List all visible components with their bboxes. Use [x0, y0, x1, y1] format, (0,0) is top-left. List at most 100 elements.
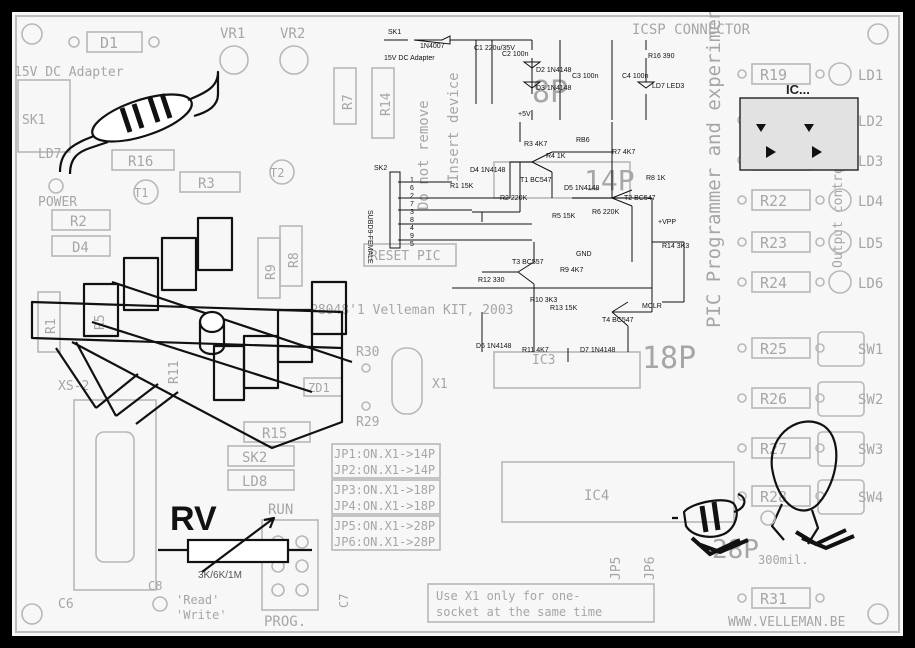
label-r8: R8 [287, 252, 302, 268]
sch-component-label: C4 100n [622, 73, 649, 80]
insert-warning: Insert device [446, 72, 462, 182]
label-vr1: VR1 [220, 26, 245, 42]
resistor-label: R22 [760, 192, 787, 210]
sch-component-label: +VPP [658, 219, 676, 226]
x1-note-line1: Use X1 only for one- [436, 589, 581, 603]
label-r2: R2 [70, 214, 87, 230]
jp3-note: JP3:ON.X1->18P [334, 483, 435, 497]
resistor-label: R24 [760, 274, 787, 292]
jp6-note: JP6:ON.X1->28P [334, 535, 435, 549]
resistor-label: R31 [760, 590, 787, 608]
sch-pin-number: 1 [410, 177, 414, 184]
resistor-outline [751, 587, 811, 609]
sch-component-label: R11 4K7 [522, 347, 549, 354]
resistor-outline [751, 231, 811, 253]
socket-300mil: 300mil. [758, 553, 809, 567]
reset-label: RESET PIC [370, 249, 440, 264]
ic-sockets: 14P IC3 18P 8P IC4 28P 300mil. JP6 JP5 P… [493, 12, 845, 630]
sch-component-label: D6 1N4148 [476, 343, 512, 350]
x1-label: X1 [432, 377, 448, 392]
board-title: PIC Programmer and experiment board [703, 12, 725, 328]
pad [815, 343, 825, 353]
led-illustration [760, 420, 855, 551]
right-row: R26 SW2 [737, 381, 883, 417]
switch-outline [817, 431, 865, 467]
sch-component-label: R3 4K7 [524, 141, 547, 148]
sch-component-label: R6 220K [592, 209, 620, 216]
sch-component-label: R1 15K [450, 183, 474, 190]
pad [815, 69, 825, 79]
sch-component-label: GND [576, 251, 592, 258]
sch-component-label: C3 100n [572, 73, 599, 80]
adapter-label: 15V DC Adapter [14, 65, 124, 80]
website-label: WWW.VELLEMAN.BE [728, 615, 845, 630]
sch-component-label: MCLR [642, 303, 662, 310]
sch-component-label: R7 4K7 [612, 149, 635, 156]
sch-pin-number: 4 [410, 225, 414, 232]
sch-component-label: D7 1N4148 [580, 347, 616, 354]
sch-component-label: R16 390 [648, 53, 675, 60]
sch-pin-number: 7 [410, 201, 414, 208]
label-ld7: LD7 [38, 147, 61, 162]
led-label: LD2 [858, 114, 883, 130]
led-label: LD1 [858, 68, 883, 84]
sch-pin-number: 9 [410, 233, 414, 240]
label-r16: R16 [128, 154, 153, 170]
led-outline [828, 188, 852, 212]
right-row: R31 [737, 587, 825, 609]
rv-symbol-label: RV [170, 500, 217, 538]
mounting-holes [21, 23, 889, 625]
resistor-outline [751, 63, 811, 85]
label-ld8: C8 [148, 579, 162, 593]
label-r1: R1 [44, 318, 59, 334]
sch-pin-number: 5 [410, 241, 414, 248]
sch-component-label: D3 1N4148 [536, 85, 572, 92]
led-label: SW1 [858, 342, 883, 358]
label-c8: C7 [337, 594, 351, 608]
label-t2: T2 [270, 166, 284, 180]
right-row: R25 SW1 [737, 331, 883, 367]
label-r11: R11 [167, 361, 182, 384]
pad [737, 443, 747, 453]
kit-label: P8048'1 Velleman KIT, 2003 [310, 303, 514, 318]
sch-component-label: D2 1N4148 [536, 67, 572, 74]
sch-component-label: D4 1N4148 [470, 167, 506, 174]
prog-label: PROG. [264, 614, 306, 630]
led-outline [828, 270, 852, 294]
sch-connector: SK2 [374, 165, 387, 172]
led-label: SW2 [858, 392, 883, 408]
resistor-outline [751, 189, 811, 211]
sch-component-label: D5 1N4148 [564, 185, 600, 192]
sch-connector-name: SUBD9-FEMALE [366, 210, 373, 264]
label-jp5: JP5 [609, 557, 624, 580]
opto-led-icon [756, 124, 814, 132]
ic4-label: IC4 [584, 488, 609, 504]
sch-component-label: 15V DC Adapter [384, 55, 435, 62]
sch-component-label: R12 330 [478, 277, 505, 284]
pad [815, 393, 825, 403]
label-sk1: SK1 [22, 113, 45, 128]
board-outline [15, 15, 900, 633]
jp4-note: JP4:ON.X1->18P [334, 499, 435, 513]
sch-pin-number: 6 [410, 185, 414, 192]
label-r7: R7 [341, 94, 356, 110]
led-label: SW4 [858, 490, 883, 506]
sch-component-label: T1 BC547 [520, 177, 552, 184]
sch-component-label: T4 BC547 [602, 317, 634, 324]
pad [737, 277, 747, 287]
resistor-label: R26 [760, 390, 787, 408]
label-r30: SK2 [242, 450, 267, 466]
x1-note-line2: socket at the same time [436, 605, 602, 619]
sch-component-label: R10 3K3 [530, 297, 557, 304]
icsp-label: ICSP CONNECTOR [632, 22, 751, 38]
label-r15: R15 [262, 426, 287, 442]
label-d1: D1 [100, 34, 118, 52]
heatsink-illustration [30, 216, 353, 450]
pad [737, 393, 747, 403]
resistor-label: R25 [760, 340, 787, 358]
potentiometer-illustration: RV 3K/6K/1M [158, 500, 312, 581]
pad [815, 237, 825, 247]
